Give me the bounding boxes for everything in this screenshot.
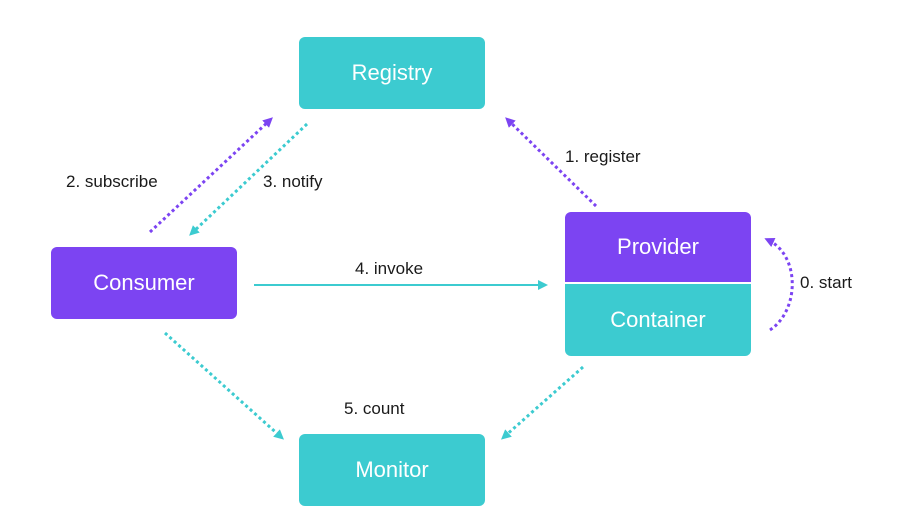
invoke-label: 4. invoke bbox=[355, 259, 424, 278]
monitor-node: Monitor bbox=[299, 434, 485, 506]
consumer-count-arrow bbox=[163, 331, 284, 440]
register-label: 1. register bbox=[565, 147, 641, 166]
registry-node: Registry bbox=[299, 37, 485, 109]
count-label: 5. count bbox=[344, 399, 405, 418]
start-arrow bbox=[764, 238, 794, 332]
subscribe-label: 2. subscribe bbox=[66, 172, 158, 191]
provider-node: Provider bbox=[565, 212, 751, 282]
notify-label: 3. notify bbox=[263, 172, 323, 191]
register-arrow bbox=[505, 117, 598, 208]
start-label: 0. start bbox=[800, 273, 852, 292]
consumer-node: Consumer bbox=[51, 247, 237, 319]
container-node: Container bbox=[565, 284, 751, 356]
provider-count-arrow bbox=[501, 365, 584, 440]
notify-arrow bbox=[189, 122, 309, 236]
